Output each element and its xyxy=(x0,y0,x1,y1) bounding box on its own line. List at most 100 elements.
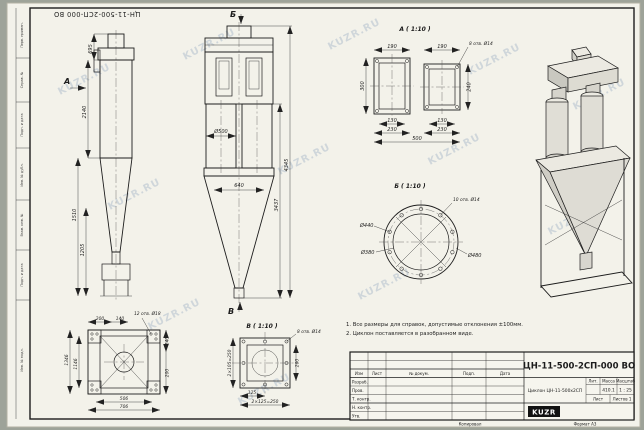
section-letter-a: А xyxy=(63,77,70,86)
view-b: Б ( 1:10 ) 10 отв. Ø14 Ø440 Ø380 Ø480 xyxy=(359,183,481,284)
callout-8-holes-a: 8 отв. Ø14 xyxy=(456,40,493,68)
dim-dia380: Ø380 xyxy=(360,247,395,256)
dim-text: Ø440 xyxy=(359,222,373,229)
stamp-label: Справ. № xyxy=(20,71,24,88)
dim-130-left: 130 xyxy=(379,118,405,127)
dim-dia500: Ø500 xyxy=(206,128,236,139)
dim-4345: 4345 xyxy=(251,25,293,298)
dim-2140: 2140 xyxy=(82,60,100,159)
dim-text: 200 xyxy=(165,369,171,378)
copied-label: Копировал xyxy=(459,422,482,427)
dim-506: 506 xyxy=(96,396,152,405)
tb-header-doc: № докум. xyxy=(409,371,429,376)
base-view: 200 140 12 отв. Ø18 1346 1146 140 200 5 xyxy=(64,310,171,413)
dim-3437: 3437 xyxy=(244,103,283,299)
callout-text: 12 отв. Ø18 xyxy=(134,310,161,317)
dim-200-v: 200 xyxy=(293,345,301,381)
callout-10-holes: 10 отв. Ø14 xyxy=(440,196,480,216)
dim-300: 300 xyxy=(360,58,369,114)
dim-200-top: 200 xyxy=(88,316,112,325)
company-logo-text: KUZR xyxy=(532,409,556,417)
dim-230-left: 230 xyxy=(374,127,410,136)
tb-header-list: Лист xyxy=(372,371,383,376)
dim-240: 240 xyxy=(465,64,473,110)
tb-scale-label: Масштаб xyxy=(616,379,636,384)
dim-text: Ø480 xyxy=(467,252,481,259)
tb-massa-value: 410.1 xyxy=(602,388,615,394)
stamp-label: Подп. и дата xyxy=(20,113,24,136)
dim-text: 130 xyxy=(437,118,447,124)
notes-block: 1. Все размеры для справок, допустимые о… xyxy=(346,322,523,337)
section-arrow-a: А xyxy=(63,77,86,91)
dim-text: 1510 xyxy=(72,209,78,222)
dim-1346: 1346 xyxy=(64,330,73,394)
tb-row-tkontr: Т. контр. xyxy=(351,397,371,402)
dim-706: 706 xyxy=(88,404,160,413)
view-a: А ( 1:10 ) 190 190 8 отв. Ø14 300 240 xyxy=(360,26,493,145)
dim-190-left: 190 xyxy=(374,44,410,53)
callout-text: 8 отв. Ø14 xyxy=(297,328,321,335)
callout-text: 8 отв. Ø14 xyxy=(469,40,493,47)
dim-text: 3437 xyxy=(274,198,280,212)
dim-text: 190 xyxy=(437,44,447,50)
dim-text: Ø500 xyxy=(213,128,227,135)
dim-text: 125 xyxy=(248,390,257,396)
tb-header-data: Дата xyxy=(500,371,511,376)
dim-text: 190 xyxy=(387,44,397,50)
dim-text: 200 xyxy=(96,316,105,322)
dim-190-right: 190 xyxy=(424,44,460,53)
dim-125: 125 xyxy=(240,390,265,399)
isometric-view xyxy=(535,46,633,298)
main-view: Б Ø500 640 В 3437 xyxy=(203,10,293,316)
dim-text: 4345 xyxy=(284,159,290,172)
tb-row-nkontr: Н. контр. xyxy=(352,405,371,410)
dim-text: 300 xyxy=(360,81,366,91)
view-v-title: В ( 1:10 ) xyxy=(246,323,278,330)
dim-1146: 1146 xyxy=(73,336,82,388)
stamp-label: Перв. примен. xyxy=(20,22,24,47)
tb-header-podp: Подп. xyxy=(463,371,475,376)
tb-row-utv: Утв. xyxy=(352,414,360,419)
dim-text: 140 xyxy=(165,337,171,346)
dim-640: 640 xyxy=(214,183,264,193)
dim-text: 1205 xyxy=(80,244,86,257)
tb-row-prov: Пров. xyxy=(352,388,364,393)
dim-text: 230 xyxy=(437,127,447,133)
dim-500-total: 500 xyxy=(374,136,460,145)
stamp-label: Инв. № дубл. xyxy=(20,163,24,186)
dim-text: 2×125=250 xyxy=(252,399,279,405)
dim-text: 130 xyxy=(387,118,397,124)
tb-doc-number: ЦН-11-500-2СП-000 ВО xyxy=(523,362,635,372)
callout-12-holes: 12 отв. Ø18 xyxy=(134,310,161,335)
tb-scale-value: 1 : 25 xyxy=(619,388,632,394)
view-b-title: Б ( 1:10 ) xyxy=(394,183,426,190)
callout-8-holes-v: 8 отв. Ø14 xyxy=(286,328,321,342)
stamp-label: Инв. № подл. xyxy=(20,348,24,371)
dim-text: 640 xyxy=(234,183,244,189)
dim-2x125: 2×125=250 xyxy=(240,399,290,408)
dim-1205: 1205 xyxy=(80,208,89,296)
dim-text: 200 xyxy=(295,359,301,368)
tb-lit-label: Лит. xyxy=(588,379,597,384)
dim-dia440: Ø440 xyxy=(359,222,390,232)
dim-text: 140 xyxy=(116,316,125,322)
dim-text: Ø380 xyxy=(360,249,374,256)
dim-200-right: 200 xyxy=(163,352,171,394)
tb-sheet-label: Лист xyxy=(593,397,604,402)
dim-140-top: 140 xyxy=(112,316,128,325)
stamp-label: Подп. и дата xyxy=(20,263,24,286)
dim-2x105: 2×105=250 xyxy=(227,338,236,388)
front-view: 695 2140 1510 1205 А xyxy=(63,30,135,300)
dim-text: 2×105=250 xyxy=(227,349,233,376)
callout-text: 10 отв. Ø14 xyxy=(453,196,480,203)
format-label: Формат А3 xyxy=(574,422,597,427)
dim-text: 1146 xyxy=(73,358,79,369)
stamp-label: Взам. инв. № xyxy=(20,213,24,236)
note-line-1: 1. Все размеры для справок, допустимые о… xyxy=(346,322,523,328)
dim-695: 695 xyxy=(88,33,108,61)
dim-230-right: 230 xyxy=(424,127,460,136)
dim-130-right: 130 xyxy=(429,118,455,127)
dim-text: 2140 xyxy=(82,106,88,119)
